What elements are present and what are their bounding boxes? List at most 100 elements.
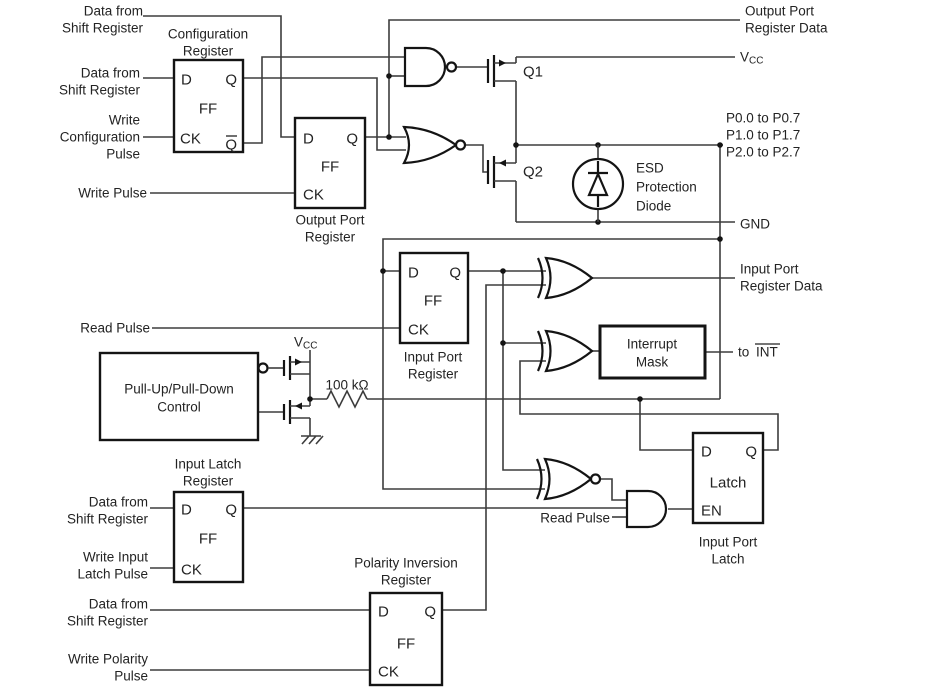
label-data-from-shift-4: Data from xyxy=(89,597,148,612)
output-port-register-block: D Q FF CK Output Port Register xyxy=(293,116,367,245)
junction-dot xyxy=(386,134,392,140)
wires xyxy=(143,15,779,671)
nor-gate xyxy=(402,125,467,165)
wire-xnor-to-and xyxy=(600,478,627,501)
block-title: Input Port xyxy=(699,535,758,550)
pin-q: Q xyxy=(745,444,757,461)
wire-input-ff-q-down-to-xnor xyxy=(502,271,545,471)
wire-data1-to-output-ff-d xyxy=(143,15,295,138)
label-gnd: GND xyxy=(740,217,770,232)
mosfet-arrow-icon xyxy=(499,59,506,67)
pin-ck: CK xyxy=(408,322,429,339)
transistor-q2: Q2 xyxy=(486,156,543,188)
inversion-bubble-icon xyxy=(445,61,458,73)
resistor-value-label: 100 kΩ xyxy=(325,378,368,393)
label-vcc: V xyxy=(740,50,749,65)
xnor-gate xyxy=(535,457,602,501)
inversion-bubble-icon xyxy=(257,362,269,374)
pin-ff: FF xyxy=(424,293,442,310)
label-write-input-latch: Latch Pulse xyxy=(77,567,148,582)
label-port-range: P0.0 to P0.7 xyxy=(726,111,800,126)
label-write-pulse: Write Pulse xyxy=(78,186,147,201)
pin-ck: CK xyxy=(180,131,201,148)
block-title: Mask xyxy=(636,355,669,370)
input-latch-register-block: D Q FF CK Input Latch Register xyxy=(172,457,245,584)
pin-d: D xyxy=(181,72,192,89)
pin-latch: Latch xyxy=(710,475,747,492)
pin-qbar: Q xyxy=(225,137,237,154)
block-title: Control xyxy=(157,400,201,415)
label-vcc2-sub: CC xyxy=(303,341,317,352)
label-port-range: P2.0 to P2.7 xyxy=(726,145,800,160)
pin-en: EN xyxy=(701,503,722,520)
block-title: Interrupt xyxy=(627,337,678,352)
block-title: Pull-Up/Pull-Down xyxy=(124,382,234,397)
label-data-from-shift-2: Data from xyxy=(81,66,140,81)
pin-ff: FF xyxy=(199,101,217,118)
label-output-port-register-data: Register Data xyxy=(745,21,828,36)
pin-q: Q xyxy=(225,72,237,89)
label-data-from-shift-4: Shift Register xyxy=(67,614,149,629)
pull-up-pull-down-control-block: Pull-Up/Pull-Down Control xyxy=(98,351,260,442)
transistor-q1-label: Q1 xyxy=(523,64,543,81)
esd-protection-diode xyxy=(571,145,625,222)
label-write-input-latch: Write Input xyxy=(83,550,148,565)
block-title: Register xyxy=(381,573,432,588)
junction-dot xyxy=(717,236,723,242)
pin-d: D xyxy=(701,444,712,461)
label-to-int: to xyxy=(738,345,749,360)
block-title: Output Port xyxy=(295,213,364,228)
label-data-from-shift-1: Shift Register xyxy=(62,21,144,36)
pin-q: Q xyxy=(424,604,436,621)
label-esd: Diode xyxy=(636,199,671,214)
block-title: Input Latch xyxy=(175,457,242,472)
interrupt-mask-block: Interrupt Mask xyxy=(598,324,707,380)
inversion-bubble-icon xyxy=(454,139,467,151)
label-output-port-register-data: Output Port xyxy=(745,4,814,19)
pin-d: D xyxy=(181,502,192,519)
mosfet-arrow-icon xyxy=(499,159,506,167)
label-input-port-register-data: Register Data xyxy=(740,279,823,294)
pullup-pmos xyxy=(257,356,310,380)
junction-dot xyxy=(513,142,519,148)
label-write-configuration: Write xyxy=(109,113,140,128)
block-title: Register xyxy=(183,44,234,59)
transistor-q2-label: Q2 xyxy=(523,164,543,181)
label-int-signal: INT xyxy=(756,345,778,360)
transistor-q1: Q1 xyxy=(486,55,543,87)
wire-polarity-q-to-xor1 xyxy=(442,284,546,611)
junction-dots xyxy=(307,73,723,402)
junction-dot xyxy=(637,396,643,402)
wire-latch-q-feedback xyxy=(519,360,779,451)
pin-q: Q xyxy=(449,265,461,282)
wire-output-data-bus xyxy=(388,19,740,137)
label-write-polarity: Write Polarity xyxy=(68,652,148,667)
pin-q: Q xyxy=(346,131,358,148)
label-write-configuration: Configuration xyxy=(60,130,140,145)
xor-gate-interrupt xyxy=(536,329,594,373)
label-write-configuration: Pulse xyxy=(106,147,140,162)
pin-ck: CK xyxy=(378,664,399,681)
input-port-register-block: D Q FF CK Input Port Register xyxy=(398,251,470,382)
label-data-from-shift-3: Data from xyxy=(89,495,148,510)
and-gate xyxy=(625,489,668,529)
wire-nor-to-q2-gate xyxy=(461,144,488,173)
block-title: Latch xyxy=(711,552,744,567)
block-title: Polarity Inversion xyxy=(354,556,458,571)
wire-pin-branch-to-input xyxy=(382,238,720,490)
polarity-inversion-register-block: D Q FF CK Polarity Inversion Register xyxy=(354,556,458,687)
label-esd: ESD xyxy=(636,161,664,176)
input-port-latch-block: D Q Latch EN Input Port Latch xyxy=(691,431,765,567)
diode-symbol-icon xyxy=(587,161,609,207)
label-data-from-shift-2: Shift Register xyxy=(59,83,141,98)
label-input-port-register-data: Input Port xyxy=(740,262,799,277)
block-title: Input Port xyxy=(404,350,463,365)
pin-q: Q xyxy=(225,502,237,519)
mosfet-arrow-icon xyxy=(295,402,302,410)
nand-gate xyxy=(403,46,458,88)
block-title: Register xyxy=(183,474,234,489)
junction-dot xyxy=(500,268,506,274)
junction-dot xyxy=(307,396,313,402)
